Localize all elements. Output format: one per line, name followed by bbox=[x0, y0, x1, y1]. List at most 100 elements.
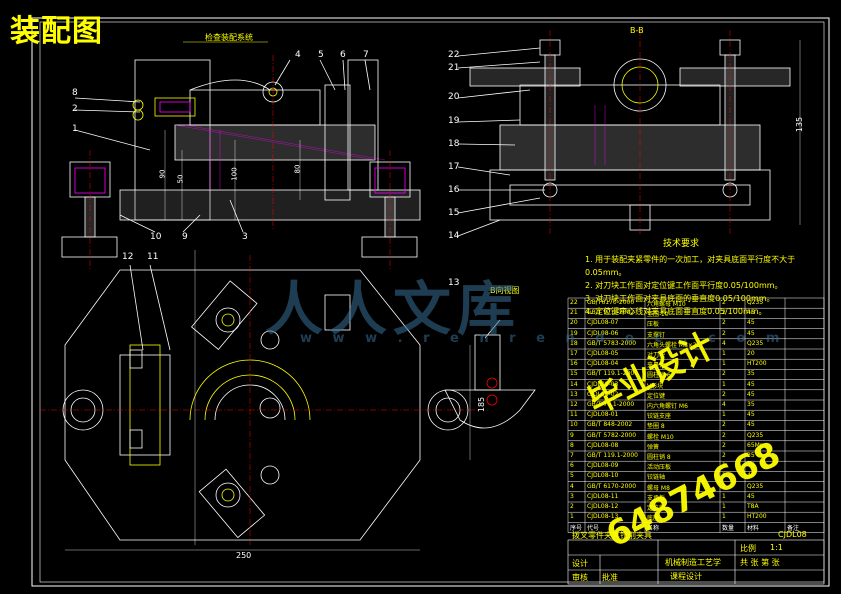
bom-cell: 35 bbox=[747, 370, 755, 378]
bom-cell: 45 bbox=[747, 472, 755, 480]
b-view bbox=[444, 319, 536, 429]
bom-cell: GB/T 5783-2000 bbox=[587, 339, 637, 347]
bom-cell: 内六角螺钉 M6 bbox=[647, 403, 688, 410]
bom-cell: 2 bbox=[722, 452, 726, 459]
bom-cell: 2 bbox=[722, 421, 726, 429]
bom-cell: 16 bbox=[570, 360, 578, 368]
bom-cell: 4 bbox=[722, 339, 726, 347]
part-number: 6 bbox=[340, 50, 346, 60]
bom-header-cell: 序号 bbox=[570, 525, 583, 533]
title-block bbox=[567, 539, 825, 585]
bom-cell: Q235 bbox=[747, 482, 764, 490]
bom-cell: GB/T 119.1-2000 bbox=[587, 452, 638, 459]
bom-cell: 15 bbox=[570, 370, 578, 378]
bom-cell: GB/T 119.1-2000 bbox=[587, 370, 638, 378]
bom-cell: 六角头螺栓 M8×25 bbox=[647, 341, 701, 349]
front-view-left bbox=[61, 41, 421, 270]
bom-header-cell: 代号 bbox=[587, 525, 600, 533]
bom-cell: HT200 bbox=[747, 513, 767, 521]
tech-req-item: 3. 对刀块工作面对夹具底面的垂直度0.05/100mm。 bbox=[585, 294, 775, 303]
bom-cell: 20 bbox=[570, 319, 578, 327]
dimension-height: 185 bbox=[477, 396, 487, 413]
bom-cell: 1 bbox=[722, 492, 726, 500]
bom-cell: CJDL08-01 bbox=[587, 411, 619, 419]
part-number: 9 bbox=[182, 232, 188, 242]
bom-cell: 17 bbox=[570, 350, 578, 357]
watermark-text: 人人文库 bbox=[265, 275, 522, 343]
bom-cell: CJDL08-12 bbox=[587, 503, 619, 510]
bom-cell: Q235 bbox=[747, 339, 764, 347]
part-number: 16 bbox=[448, 185, 460, 195]
scale-label: 比例 bbox=[740, 544, 756, 553]
part-number: 21 bbox=[448, 63, 460, 73]
bom-cell: 45 bbox=[747, 462, 755, 470]
dimension: 100 bbox=[230, 167, 239, 181]
bom-cell: Q235 bbox=[747, 299, 764, 306]
bom-cell: CJDL08-06 bbox=[587, 329, 619, 337]
tech-req-item: 1. 用于装配夹紧零件的一次加工，对夹具底面平行度不大于0.05mm。 bbox=[585, 255, 796, 277]
drawing-code: CJDL08 bbox=[778, 530, 807, 539]
bom-cell: 2 bbox=[722, 482, 726, 490]
bom-cell: 45 bbox=[747, 421, 755, 429]
part-number: 17 bbox=[448, 162, 460, 172]
drawing-name: 拨叉零件夹具铣削夹具 bbox=[572, 531, 652, 540]
bom-cell: 圆柱销 6 bbox=[647, 372, 671, 380]
part-number: 15 bbox=[448, 208, 460, 218]
bom-cell: 8 bbox=[570, 441, 574, 449]
checker-label: 审核 bbox=[572, 573, 588, 582]
sheet-info: 共 张 第 张 bbox=[740, 558, 780, 567]
part-number: 1 bbox=[72, 124, 78, 134]
dimension: 90 bbox=[158, 169, 167, 179]
tech-req-title: 技术要求 bbox=[663, 239, 700, 249]
bom-cell: 1 bbox=[722, 513, 726, 521]
part-number: 2 bbox=[72, 104, 78, 114]
bom-cell: 2 bbox=[722, 431, 726, 439]
bom-cell: 13 bbox=[570, 390, 578, 398]
tech-req-item: 4. 定位键中心线对夹具底面垂直度0.05/100mm。 bbox=[585, 307, 767, 316]
bom-cell: 2 bbox=[722, 329, 726, 337]
bom-cell: 45 bbox=[747, 309, 755, 317]
bom-cell: 1 bbox=[722, 462, 726, 470]
bom-cell: CJDL08-02 bbox=[587, 390, 619, 398]
bom-cell: 45 bbox=[747, 380, 755, 388]
bom-cell: CJDL08-03 bbox=[587, 380, 619, 388]
bom-cell: 1 bbox=[570, 513, 574, 521]
part-number: 5 bbox=[318, 50, 324, 60]
bom-cell: 1 bbox=[722, 411, 726, 419]
drawing-frame bbox=[31, 17, 830, 587]
plan-view bbox=[40, 250, 480, 551]
bom-cell: 35 bbox=[747, 452, 755, 459]
bom-cell: 45 bbox=[747, 319, 755, 327]
bom-cell: 垫圈 10 bbox=[647, 311, 669, 319]
bom-cell: 7 bbox=[570, 452, 574, 459]
dimension: 135 bbox=[795, 116, 805, 133]
bom-cell: 2 bbox=[722, 299, 726, 306]
course-name: 课程设计 bbox=[670, 572, 702, 581]
dimension: 50 bbox=[176, 174, 185, 184]
part-number: 4 bbox=[295, 50, 301, 60]
bom-cell: GB/T 97.1-2002 bbox=[587, 309, 635, 317]
front-view-right bbox=[457, 30, 801, 237]
bom-cell: 支承板 bbox=[647, 494, 666, 502]
bom-cell: GB/T 70.1-2000 bbox=[587, 401, 635, 408]
bom-cell: 12 bbox=[570, 401, 578, 408]
part-number: 14 bbox=[448, 231, 460, 241]
bom-cell: 2 bbox=[570, 503, 574, 510]
bom-cell: CJDL08-09 bbox=[587, 462, 619, 470]
bom-cell: 螺栓 M10 bbox=[647, 433, 674, 441]
part-number: 8 bbox=[72, 88, 78, 98]
bom-cell: 10 bbox=[570, 421, 578, 429]
bom-cell: HT200 bbox=[747, 360, 767, 368]
part-number: 20 bbox=[448, 92, 460, 102]
bom-cell: T8A bbox=[747, 503, 759, 510]
technical-requirements: 技术要求 1. 用于装配夹紧零件的一次加工，对夹具底面平行度不大于0.05mm。… bbox=[585, 238, 815, 318]
bom-header-cell: 数量 bbox=[722, 525, 735, 533]
bom-cell: 垫圈 8 bbox=[647, 423, 665, 431]
bom-cell: 定位键 bbox=[647, 392, 666, 400]
dimension: 80 bbox=[293, 164, 302, 174]
part-number: 11 bbox=[147, 252, 159, 262]
bom-cell: 压板 bbox=[647, 321, 660, 329]
left-view-label: 检查装配系统 bbox=[205, 33, 253, 42]
bom-cell: 活动压板 bbox=[647, 464, 672, 472]
bom-cell: CJDL08-04 bbox=[587, 360, 619, 368]
